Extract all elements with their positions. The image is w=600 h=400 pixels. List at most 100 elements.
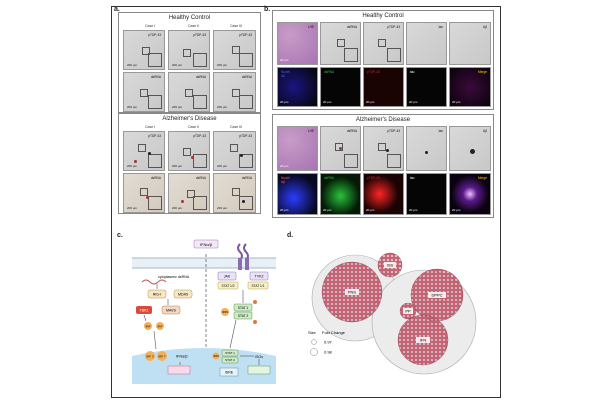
- stain-label: dsRNA: [346, 129, 357, 133]
- stain-label: dsRNA: [195, 75, 206, 79]
- channel-label: dsRNA: [324, 176, 335, 180]
- isgs-label: ISGs: [255, 355, 263, 359]
- stat11-node: [247, 281, 269, 290]
- fluorescence-image: pTDP-43 20 µm: [363, 173, 404, 215]
- histology-image: Aβ: [449, 22, 491, 65]
- stain-label: pTDP-43: [148, 134, 161, 138]
- scale-bar: 20 µm: [452, 208, 461, 212]
- irf9-node: [221, 308, 229, 316]
- histology-image: tau: [406, 126, 447, 171]
- panel-c-label: c.: [117, 232, 123, 239]
- stat2-label: STAT 2: [238, 314, 248, 318]
- channel-label: Nuclei Aβ: [281, 176, 290, 184]
- histology-image: tau: [406, 22, 447, 65]
- tbk1-label: TBK1: [140, 309, 149, 313]
- stat2-label: STAT 2: [225, 358, 235, 362]
- channel-label: Merge: [477, 176, 487, 180]
- tyk2-node: [249, 271, 269, 281]
- stain-label: pTDP-43: [193, 33, 206, 37]
- ifnab-gene-label: IFNα/β: [176, 355, 188, 359]
- legend: Size Fold Change 0.97 0.98: [308, 330, 346, 356]
- legend-circle-small: [311, 339, 317, 345]
- ifn-gene-box: [167, 365, 191, 375]
- scale-bar: 20 µm: [280, 208, 289, 212]
- panel-a-healthy-box: Healthy Control Case I Case II Case III …: [118, 12, 261, 113]
- stat11-label: STAT 1/1: [252, 284, 265, 288]
- scale-bar: 20 µm: [409, 208, 418, 212]
- channel-label: tau: [410, 70, 415, 74]
- panel-a-ad-box: Alzheimer's Disease Case I Case II Case …: [118, 113, 261, 214]
- irf7-node: [157, 351, 167, 361]
- irf-label: IRF: [158, 324, 163, 328]
- panel-b-label: b.: [264, 6, 271, 13]
- histology-image: dsRNA 200 µm: [213, 72, 256, 112]
- stain-label: Aβ: [483, 25, 487, 29]
- channel-label: Merge: [477, 70, 487, 74]
- he-image: LHE 20 µm: [277, 22, 318, 65]
- case-label: Case II: [188, 24, 200, 28]
- histology-image: pTDP-43 200 µm: [213, 131, 256, 171]
- scale-bar: 20 µm: [280, 100, 289, 104]
- irf9-label: IRF9: [213, 354, 219, 358]
- nucleus: [132, 348, 276, 384]
- case-label: Case I: [145, 125, 156, 129]
- fluorescence-image: pTDP-43 20 µm: [363, 67, 404, 107]
- jak-node: [217, 271, 237, 281]
- stat1-node: [233, 303, 253, 312]
- scale-bar: 20 µm: [323, 100, 332, 104]
- cluster-label: PP: [405, 309, 411, 314]
- irf3-node: [145, 351, 155, 361]
- histology-image: pTDP-43 200 µm: [168, 131, 210, 171]
- histology-image: dsRNA: [320, 22, 361, 65]
- isgs-box: [247, 365, 271, 375]
- dsrna-icon: [141, 279, 167, 285]
- rigi-node: [147, 289, 167, 299]
- stain-label: dsRNA: [150, 75, 161, 79]
- scale-bar: 200 µm: [217, 164, 228, 168]
- stain-label: tau: [438, 25, 443, 29]
- scale-bar: 200 µm: [127, 63, 138, 67]
- tyk2-label: TYK2: [255, 275, 264, 279]
- stain-label: pTDP-43: [239, 134, 252, 138]
- channel-label: pTDP-43: [367, 70, 380, 74]
- mavs-label: MAVS: [166, 309, 177, 313]
- stat1-label: STAT 1: [225, 351, 235, 355]
- stain-label: pTDP-43: [387, 25, 400, 29]
- scale-bar: 200 µm: [217, 105, 228, 109]
- fluorescence-image: Nuclei Aβ 20 µm: [277, 67, 318, 107]
- scale-bar: 200 µm: [217, 63, 228, 67]
- cluster-label: ISS: [387, 263, 394, 268]
- scale-bar: 200 µm: [127, 206, 138, 210]
- stain-label: dsRNA: [150, 176, 161, 180]
- histology-image: dsRNA: [320, 126, 361, 171]
- channel-label: tau: [410, 176, 415, 180]
- legend-fold-label: Fold Change: [322, 330, 346, 335]
- stain-label: dsRNA: [346, 25, 357, 29]
- histology-image: pTDP-43: [363, 22, 404, 65]
- isre-box: [219, 367, 239, 377]
- stain-label: pTDP-43: [148, 33, 161, 37]
- cluster-label: IFN: [420, 338, 427, 343]
- stain-label: dsRNA: [195, 176, 206, 180]
- scale-bar: 200 µm: [127, 105, 138, 109]
- panel-b-healthy-title: Healthy Control: [362, 13, 404, 19]
- stat1-nuclear: [221, 349, 239, 357]
- stat12-label: STAT 1/2: [222, 284, 235, 288]
- histology-image: Aβ: [449, 126, 491, 171]
- scale-bar: 200 µm: [172, 105, 183, 109]
- stain-label: dsRNA: [241, 75, 252, 79]
- stain-label: LHE: [307, 25, 314, 29]
- fluorescence-image: Merge 20 µm: [449, 67, 491, 107]
- case-label: Case I: [145, 24, 156, 28]
- figure-frame: [111, 6, 501, 398]
- dsrna-label: cytoplasmic dsRNA: [158, 275, 190, 279]
- stain-label: dsRNA: [241, 176, 252, 180]
- panel-b-healthy-box: Healthy Control LHE 20 µm dsRNA pTDP-43 …: [272, 10, 494, 110]
- scale-bar: 20 µm: [452, 100, 461, 104]
- legend-size-label: Size: [308, 330, 317, 335]
- scale-bar: 20 µm: [366, 208, 375, 212]
- stat2-nuclear: [221, 356, 239, 364]
- legend-value: 0.97: [324, 339, 333, 344]
- legend-value: 0.98: [324, 349, 333, 354]
- isre-label: ISRE: [225, 371, 234, 375]
